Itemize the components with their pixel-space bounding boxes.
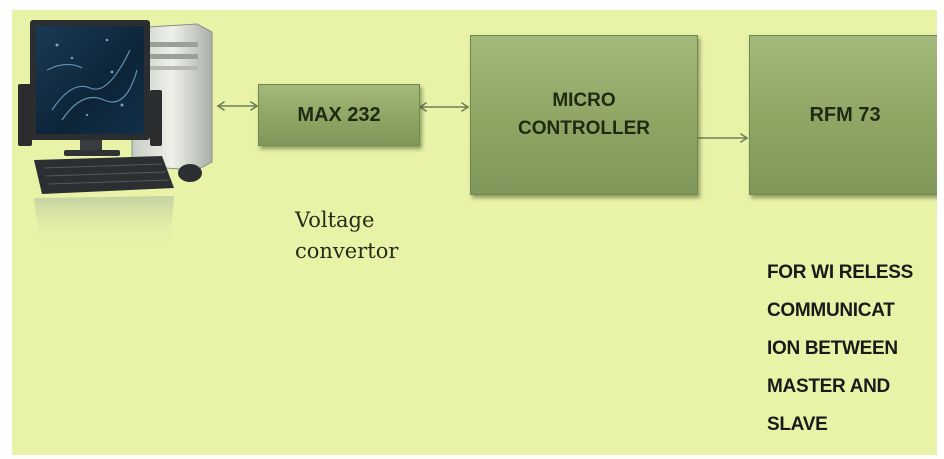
microcontroller-block: MICRO CONTROLLER (470, 35, 698, 195)
arrow-max232-micro (418, 102, 470, 112)
arrow-computer-max232 (216, 101, 259, 111)
rfm-purpose-caption: FOR WI RELESS COMMUNICAT ION BETWEEN MAS… (767, 262, 913, 435)
computer-icon (18, 20, 213, 250)
max232-block: MAX 232 (258, 84, 420, 146)
rfm73-block: RFM 73 (749, 35, 937, 195)
block-diagram: MAX 232 MICRO CONTROLLER RFM 73 Voltage … (12, 10, 937, 455)
voltage-converter-caption: Voltage convertor (295, 208, 399, 263)
